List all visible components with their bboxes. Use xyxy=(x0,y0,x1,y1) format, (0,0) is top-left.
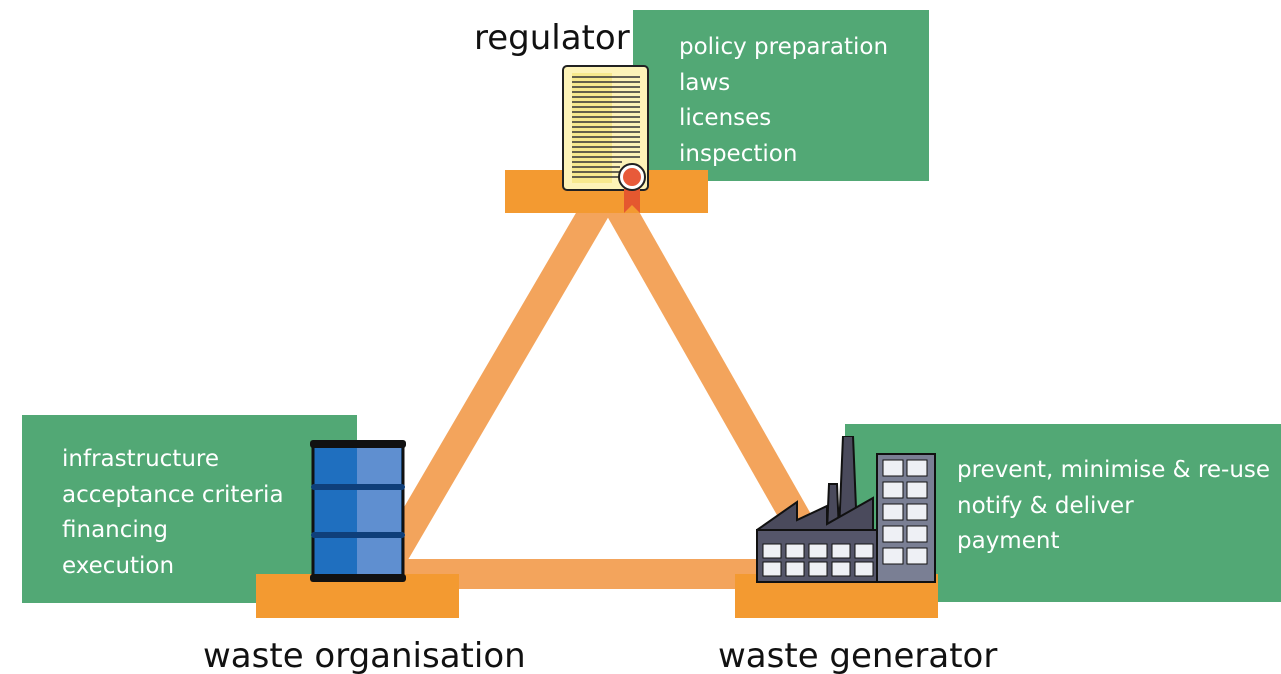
regulator-label: regulator xyxy=(474,18,630,58)
waste-organisation-task-list: infrastructure acceptance criteria finan… xyxy=(62,442,284,584)
certificate-icon xyxy=(562,65,649,213)
regulator-task-list: policy preparation laws licenses inspect… xyxy=(679,30,888,172)
regulator-task: licenses xyxy=(679,105,772,131)
waste-generator-task: notify & deliver xyxy=(957,492,1134,519)
barrel-icon xyxy=(310,440,406,582)
waste-organisation-task: acceptance criteria xyxy=(62,481,284,508)
waste-organisation-label: waste organisation xyxy=(203,636,526,674)
regulator-task: laws xyxy=(679,69,731,96)
waste-organisation-task: financing xyxy=(62,517,168,543)
link-regulator-organisation xyxy=(367,197,611,586)
waste-organisation-task: infrastructure xyxy=(62,446,219,472)
waste-generator-task: payment xyxy=(957,528,1060,554)
waste-organisation-task-box xyxy=(22,415,357,603)
regulator-task: policy preparation xyxy=(679,34,889,60)
waste-organisation-task: execution xyxy=(62,552,175,579)
regulator-task-box xyxy=(633,10,929,181)
waste-generator-task: prevent, minimise & re-use xyxy=(957,457,1271,483)
waste-generator-task-list: prevent, minimise & re-use notify & deli… xyxy=(957,453,1270,560)
factory-icon xyxy=(756,436,936,583)
regulator-task: inspection xyxy=(679,140,798,167)
waste-generator-label: waste generator xyxy=(718,636,998,674)
